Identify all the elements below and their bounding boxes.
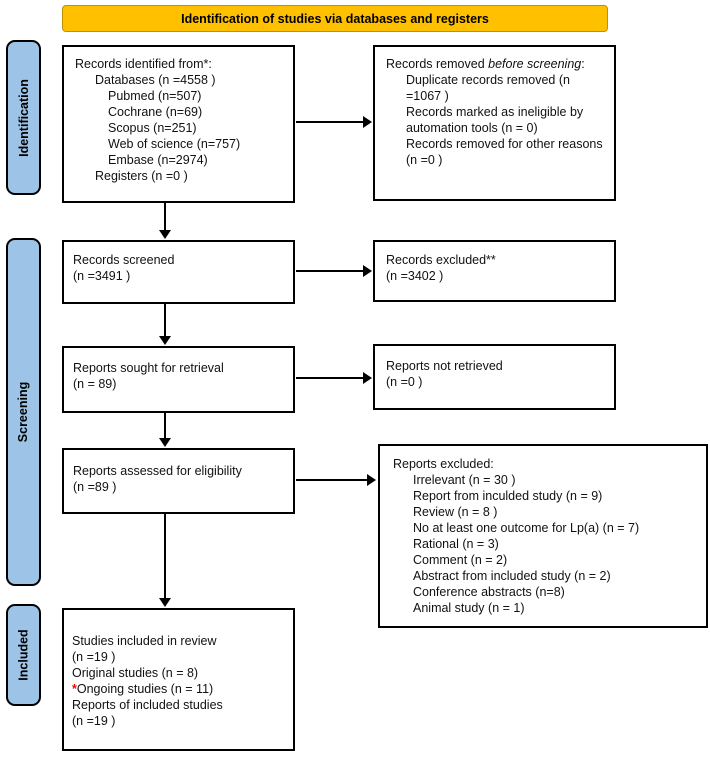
arrow-screened-to-excluded <box>296 265 372 277</box>
box-records-screened: Records screened (n =3491 ) <box>62 240 295 304</box>
text-line: (n =19 ) <box>72 714 116 728</box>
arrowhead-icon <box>363 372 372 384</box>
arrowhead-icon <box>159 230 171 239</box>
text-line: Reports of included studies <box>72 698 223 712</box>
arrowhead-icon <box>159 598 171 607</box>
stage-label-included: Included <box>6 604 41 706</box>
text-line: Records removed for other reasons (n =0 … <box>406 137 603 167</box>
text-line: Records excluded** <box>386 253 496 267</box>
text-line: *Ongoing studies (n = 11) <box>72 681 287 697</box>
text-segment: before screening <box>488 57 582 71</box>
text-line: Records screened <box>73 253 175 267</box>
text-segment: Ongoing studies (n = 11) <box>76 682 214 696</box>
arrowhead-icon <box>363 116 372 128</box>
text-line: (n =3402 ) <box>386 269 444 283</box>
text-line: Records marked as ineligible by automati… <box>406 105 584 135</box>
text-segment: Records removed <box>386 57 489 71</box>
box-reports-sought: Reports sought for retrieval (n = 89) <box>62 346 295 413</box>
text-line: Review (n = 8 ) <box>413 505 498 519</box>
text-line: Abstract from included study (n = 2) <box>413 569 611 583</box>
text-line: Animal study (n = 1) <box>413 601 525 615</box>
arrow-identified-to-screened <box>159 203 171 239</box>
text-line: Records identified from*: <box>75 57 212 71</box>
text-line: (n =19 ) <box>72 650 116 664</box>
arrow-identified-to-removed <box>296 116 372 128</box>
box-reports-assessed: Reports assessed for eligibility (n =89 ) <box>62 448 295 514</box>
text-line: Records removed before screening: <box>386 56 608 72</box>
text-line: (n =3491 ) <box>73 269 131 283</box>
box-records-removed: Records removed before screening:Duplica… <box>373 45 616 201</box>
text-line: Comment (n = 2) <box>413 553 508 567</box>
text-line: Duplicate records removed (n =1067 ) <box>406 73 570 103</box>
text-line: Reports assessed for eligibility <box>73 464 242 478</box>
text-line: (n =0 ) <box>386 375 423 389</box>
text-line: Original studies (n = 8) <box>72 666 199 680</box>
text-line: Cochrane (n=69) <box>108 105 203 119</box>
arrow-assessed-to-included <box>159 514 171 607</box>
text-line: Embase (n=2974) <box>108 153 208 167</box>
text-line: (n =89 ) <box>73 480 117 494</box>
text-line: Databases (n =4558 ) <box>95 73 216 87</box>
box-studies-included: Studies included in review (n =19 ) Origin… <box>62 608 295 751</box>
text-segment: : <box>581 57 585 71</box>
banner-title: Identification of studies via databases … <box>62 5 608 32</box>
text-line: Rational (n = 3) <box>413 537 499 551</box>
arrow-assessed-to-excluded <box>296 474 376 486</box>
text-line: Reports excluded: <box>393 457 494 471</box>
text-line: Registers (n =0 ) <box>95 169 188 183</box>
arrowhead-icon <box>159 336 171 345</box>
text-line: (n = 89) <box>73 377 117 391</box>
box-records-excluded: Records excluded** (n =3402 ) <box>373 240 616 302</box>
text-line: Conference abstracts (n=8) <box>413 585 565 599</box>
stage-label-screening: Screening <box>6 238 41 586</box>
stage-label-included-text: Included <box>16 629 31 681</box>
text-line: Report from inculded study (n = 9) <box>413 489 603 503</box>
arrow-sought-to-not-retrieved <box>296 372 372 384</box>
stage-label-screening-text: Screening <box>16 381 31 443</box>
stage-label-identification: Identification <box>6 40 41 195</box>
text-line: Studies included in review <box>72 634 217 648</box>
text-line: Pubmed (n=507) <box>108 89 202 103</box>
text-line: Reports not retrieved <box>386 359 503 373</box>
text-line: Irrelevant (n = 30 ) <box>413 473 516 487</box>
text-line: Scopus (n=251) <box>108 121 197 135</box>
arrowhead-icon <box>367 474 376 486</box>
arrow-sought-to-assessed <box>159 413 171 447</box>
arrowhead-icon <box>159 438 171 447</box>
red-asterisk: * <box>72 682 77 696</box>
arrowhead-icon <box>363 265 372 277</box>
stage-label-identification-text: Identification <box>16 78 31 157</box>
arrow-screened-to-sought <box>159 304 171 345</box>
text-line: Reports sought for retrieval <box>73 361 224 375</box>
box-records-identified: Records identified from*: Databases (n =4… <box>62 45 295 203</box>
box-reports-excluded: Reports excluded: Irrelevant (n = 30 ) Rep… <box>378 444 708 628</box>
text-line: Web of science (n=757) <box>108 137 241 151</box>
text-line: No at least one outcome for Lp(a) (n = 7… <box>413 521 640 535</box>
box-reports-not-retrieved: Reports not retrieved (n =0 ) <box>373 344 616 410</box>
